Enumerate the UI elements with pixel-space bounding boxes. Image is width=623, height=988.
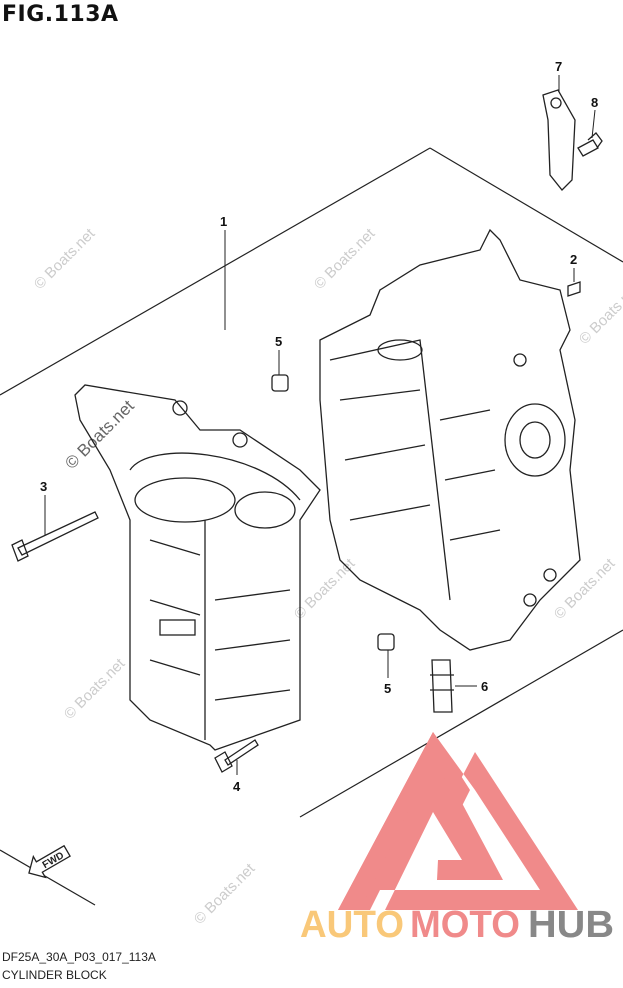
bolt-8 [577,132,603,157]
callout-5-lower[interactable]: 5 [384,681,391,696]
watermark: © Boats.net [291,555,359,623]
callout-5-upper[interactable]: 5 [275,334,282,349]
dowel-pin-5-lower [377,633,395,651]
figure-title: FIG.113A [2,2,119,27]
figure-caption: CYLINDER BLOCK [2,968,107,982]
dowel-pin-5-upper [271,374,289,392]
callout-1[interactable]: 1 [220,214,227,229]
automotohub-logo: AUTO MOTO HUB [300,732,614,946]
logo-hub: HUB [528,904,614,946]
logo-moto: MOTO [410,904,520,946]
assembly-frame [0,147,623,906]
figure-code: DF25A_30A_P03_017_113A [2,950,156,964]
watermark: © Boats.net [61,396,138,473]
leader-lines [44,75,596,775]
watermark: © Boats.net [61,655,129,723]
callout-4[interactable]: 4 [233,779,241,794]
callout-6[interactable]: 6 [481,679,488,694]
callout-2[interactable]: 2 [570,252,577,267]
watermark: © Boats.net [551,555,619,623]
watermark: © Boats.net [31,225,99,293]
cylinder-block-right-half [319,228,581,651]
watermarks: © Boats.net © Boats.net © Boats.net © Bo… [31,225,623,928]
bolt-4 [214,739,259,773]
bracket-7 [542,89,576,191]
pin-2 [567,281,581,297]
fitting-6 [430,659,454,713]
fwd-label: FWD [41,850,66,871]
callout-8[interactable]: 8 [591,95,598,110]
callout-7[interactable]: 7 [555,59,562,74]
forward-arrow-icon: FWD [28,844,71,879]
bolt-3 [11,511,99,562]
logo-auto: AUTO [300,904,404,946]
watermark: © Boats.net [576,280,623,348]
watermark: © Boats.net [311,225,379,293]
callout-3[interactable]: 3 [40,479,47,494]
watermark: © Boats.net [191,860,259,928]
cylinder-block-left-half [74,384,321,751]
